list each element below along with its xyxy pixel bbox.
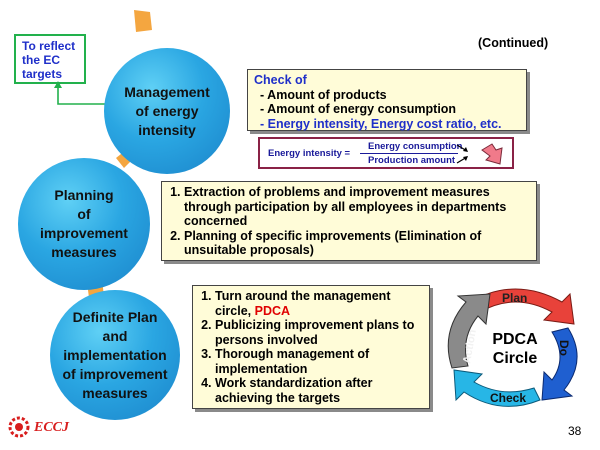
check-label: Check [490, 391, 526, 405]
implementation-item: Publicizing improvement plans to persons… [215, 318, 423, 347]
check-arrow [453, 369, 541, 407]
implementation-box: Turn around the management circle, PDCA … [192, 285, 430, 409]
pdca-cycle-diagram: Plan Do Check Action PDCA Circle [447, 288, 578, 407]
formula-box: Energy intensity = Energy consumption Pr… [258, 137, 514, 169]
reflect-targets-text: To reflect the EC targets [22, 39, 76, 81]
circle-label: Planning of improvement measures [40, 187, 128, 260]
eccj-logo-icon [8, 416, 30, 438]
check-box-title: Check of [254, 73, 307, 87]
implementation-item: Work standardization after achieving the… [215, 376, 423, 405]
check-item: - Amount of products [260, 87, 387, 102]
pdca-center-line1: PDCA [492, 331, 538, 348]
fraction-line [360, 153, 458, 154]
action-arrow [447, 293, 491, 369]
formula-lhs: Energy intensity = [268, 148, 351, 159]
circle-label: Management of energy intensity [124, 83, 210, 138]
orange-connector-top [134, 10, 152, 32]
implementation-item: Thorough management of implementation [215, 347, 423, 376]
page-number: 38 [568, 424, 582, 438]
check-item: - Energy intensity, Energy cost ratio, e… [260, 116, 502, 131]
planning-box: Extraction of problems and improvement m… [161, 181, 537, 261]
do-arrow [541, 327, 578, 401]
do-label: Do [557, 340, 571, 356]
implementation-item: Turn around the management circle, PDCA [215, 289, 423, 318]
pdca-center-line2: Circle [493, 350, 538, 367]
pdca-highlight: PDCA [254, 303, 291, 318]
plan-arrow [469, 288, 575, 325]
check-box: Check of - Amount of products - Amount o… [247, 69, 527, 131]
feedback-arrow [54, 81, 108, 105]
trend-arrows-icon [456, 144, 468, 164]
formula-numerator: Energy consumption [368, 141, 463, 152]
circle-label: Definite Plan and implementation of impr… [62, 308, 168, 401]
planning-item: Planning of specific improvements (Elimi… [184, 229, 530, 258]
planning-improvement-circle: Planning of improvement measures [18, 158, 150, 290]
downward-arrow-icon [481, 143, 503, 165]
action-label: Action [461, 328, 479, 364]
continued-label: (Continued) [478, 36, 549, 50]
management-energy-intensity-circle: Management of energy intensity [104, 48, 230, 174]
reflect-targets-box: To reflect the EC targets [14, 34, 86, 84]
eccj-logo-text: ECCJ [34, 420, 70, 435]
implementation-circle: Definite Plan and implementation of impr… [50, 290, 180, 420]
formula-denominator: Production amount [368, 155, 456, 166]
plan-label: Plan [502, 291, 527, 305]
implementation-item-text: Turn around the management circle, [215, 289, 391, 318]
planning-item: Extraction of problems and improvement m… [184, 185, 530, 229]
check-item: - Amount of energy consumption [260, 102, 457, 116]
